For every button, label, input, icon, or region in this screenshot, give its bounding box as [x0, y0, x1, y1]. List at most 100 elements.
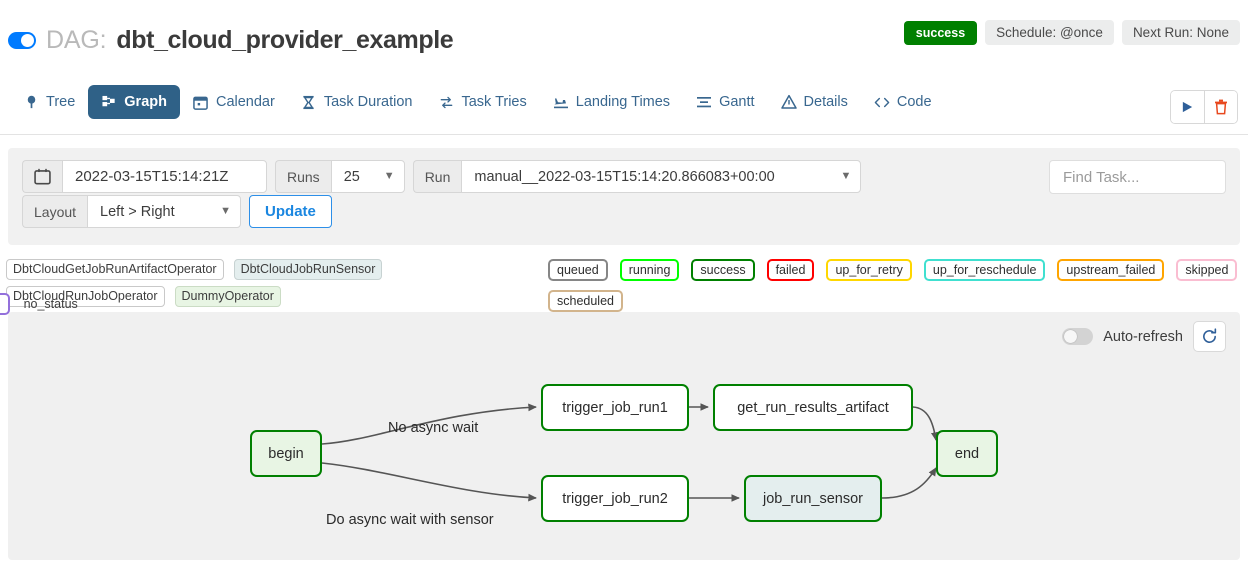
base-date-group: 2022-03-15T15:14:21Z — [22, 160, 267, 193]
dag-tabbar: Tree Graph Calendar Task Duration — [0, 78, 1248, 135]
tab-label: Calendar — [215, 94, 275, 110]
dag-tabs: Tree Graph Calendar Task Duration — [10, 85, 945, 119]
edge-sensor-end — [881, 467, 937, 499]
dag-action-buttons — [1170, 90, 1238, 124]
legend-status-deferred[interactable]: deferred — [0, 293, 10, 315]
tab-landing-times[interactable]: Landing Times — [540, 85, 683, 119]
trash-icon — [1215, 99, 1227, 115]
tab-label: Tree — [46, 94, 76, 110]
legend-statuses: queued running success failed up_for_ret… — [0, 259, 1248, 315]
legend-status-running[interactable]: running — [619, 259, 680, 281]
legend-status-up-for-reschedule[interactable]: up_for_reschedule — [923, 259, 1046, 281]
layout-label: Layout — [22, 195, 88, 228]
edge-artifact-end — [912, 406, 939, 441]
run-select-value: manual__2022-03-15T15:14:20.866083+00:00 — [474, 168, 775, 185]
graph-canvas[interactable]: begin trigger_job_run1 get_run_results_a… — [8, 312, 1240, 560]
edge-begin-trigger1 — [321, 403, 537, 445]
legend-status-failed[interactable]: failed — [766, 259, 815, 281]
code-brackets-icon — [874, 94, 890, 110]
filter-bar: 2022-03-15T15:14:21Z Runs 25 ▼ Run manua… — [8, 148, 1240, 245]
trigger-dag-button[interactable] — [1171, 91, 1204, 123]
tab-task-tries[interactable]: Task Tries — [425, 85, 539, 119]
dag-header: DAG: dbt_cloud_provider_example success … — [0, 0, 1248, 70]
graph-panel: Auto-refresh — [8, 312, 1240, 560]
graph-icon — [101, 94, 117, 110]
tab-label: Landing Times — [575, 94, 671, 110]
legend-operators: DbtCloudGetJobRunArtifactOperator DbtClo… — [6, 259, 536, 307]
edge-begin-trigger2 — [321, 462, 537, 502]
runs-label: Runs — [275, 160, 331, 193]
edge-label-no-async-wait: No async wait — [388, 420, 479, 436]
graph-node-trigger-job-run2[interactable]: trigger_job_run2 — [541, 475, 689, 522]
auto-refresh-row: Auto-refresh — [1062, 321, 1226, 352]
graph-node-job-run-sensor[interactable]: job_run_sensor — [744, 475, 882, 522]
tab-label: Details — [803, 94, 848, 110]
chevron-down-icon: ▼ — [840, 170, 852, 182]
tab-code[interactable]: Code — [861, 85, 945, 119]
search-input[interactable]: Find Task... — [1049, 160, 1226, 194]
tab-calendar[interactable]: Calendar — [180, 85, 288, 119]
base-date-input[interactable]: 2022-03-15T15:14:21Z — [62, 160, 267, 193]
legend-operator-chip[interactable]: DbtCloudGetJobRunArtifactOperator — [6, 259, 224, 280]
graph-node-end[interactable]: end — [936, 430, 998, 477]
runs-select[interactable]: 25 ▼ — [330, 160, 405, 193]
legend-status-no-status: no_status — [23, 297, 78, 311]
tab-label: Code — [896, 94, 932, 110]
tab-details[interactable]: Details — [768, 85, 861, 119]
legend-status-skipped[interactable]: skipped — [1176, 259, 1238, 281]
delete-dag-button[interactable] — [1204, 91, 1237, 123]
header-badges: success Schedule: @once Next Run: None — [903, 20, 1240, 45]
graph-node-begin[interactable]: begin — [250, 430, 322, 477]
gantt-icon — [696, 94, 712, 110]
update-button[interactable]: Update — [249, 195, 332, 228]
legend: DbtCloudGetJobRunArtifactOperator DbtClo… — [0, 256, 1248, 315]
status-badge: success — [903, 20, 978, 45]
graph-node-trigger-job-run1[interactable]: trigger_job_run1 — [541, 384, 689, 431]
chevron-down-icon: ▼ — [220, 205, 232, 217]
filter-row-primary: 2022-03-15T15:14:21Z Runs 25 ▼ Run manua… — [22, 160, 862, 193]
layout-select[interactable]: Left > Right ▼ — [87, 195, 242, 228]
legend-operator-chip[interactable]: DummyOperator — [174, 286, 281, 307]
retry-icon — [438, 94, 454, 110]
layout-select-value: Left > Right — [100, 203, 175, 220]
legend-status-scheduled[interactable]: scheduled — [548, 290, 623, 312]
refresh-icon — [1203, 328, 1217, 343]
legend-status-upstream-failed[interactable]: upstream_failed — [1057, 259, 1165, 281]
calendar-icon[interactable] — [22, 160, 62, 193]
tab-label: Task Tries — [461, 94, 527, 110]
filter-row-layout: Layout Left > Right ▼ Update — [22, 195, 332, 228]
run-select[interactable]: manual__2022-03-15T15:14:20.866083+00:00… — [461, 160, 862, 193]
chevron-down-icon: ▼ — [383, 170, 395, 182]
legend-status-success[interactable]: success — [691, 259, 755, 281]
tab-label: Task Duration — [323, 94, 413, 110]
runs-group: Runs 25 ▼ — [275, 160, 405, 193]
tab-graph[interactable]: Graph — [88, 85, 180, 119]
schedule-badge[interactable]: Schedule: @once — [985, 20, 1114, 45]
dag-pause-toggle[interactable] — [8, 32, 36, 49]
tab-tree[interactable]: Tree — [10, 85, 88, 119]
auto-refresh-label: Auto-refresh — [1103, 328, 1183, 345]
tab-gantt[interactable]: Gantt — [683, 85, 767, 119]
legend-status-up-for-retry[interactable]: up_for_retry — [826, 259, 912, 281]
tab-label: Graph — [124, 94, 167, 110]
landing-icon — [553, 94, 569, 110]
dag-label: DAG: — [46, 26, 107, 54]
play-icon — [1182, 101, 1193, 113]
graph-edges — [321, 403, 939, 502]
next-run-badge: Next Run: None — [1121, 20, 1240, 45]
page-title: dbt_cloud_provider_example — [116, 26, 454, 54]
tab-label: Gantt — [719, 94, 755, 110]
auto-refresh-toggle[interactable] — [1062, 328, 1094, 345]
graph-node-get-run-results-artifact[interactable]: get_run_results_artifact — [713, 384, 913, 431]
tab-task-duration[interactable]: Task Duration — [288, 85, 426, 119]
tree-icon — [23, 94, 39, 110]
runs-select-value: 25 — [343, 168, 360, 185]
dag-title-row: DAG: dbt_cloud_provider_example — [8, 26, 454, 55]
refresh-button[interactable] — [1193, 321, 1226, 352]
warning-triangle-icon — [780, 94, 797, 110]
hourglass-icon — [301, 94, 317, 110]
legend-operator-chip[interactable]: DbtCloudJobRunSensor — [233, 259, 383, 280]
run-group: Run manual__2022-03-15T15:14:20.866083+0… — [412, 160, 862, 193]
legend-status-queued[interactable]: queued — [548, 259, 608, 281]
